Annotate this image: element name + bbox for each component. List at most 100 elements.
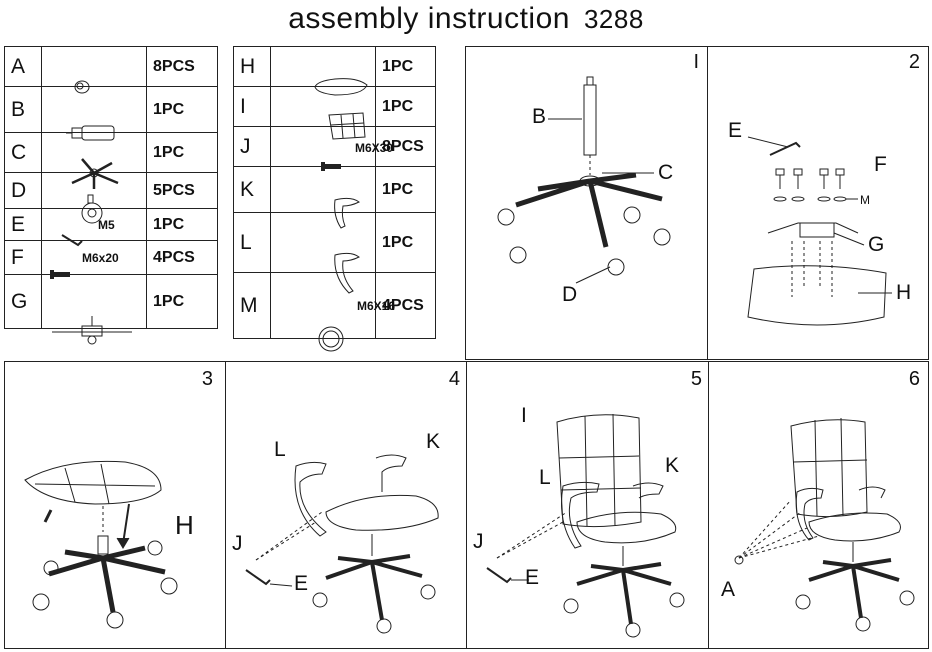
part-picture: M6X30 <box>270 126 393 171</box>
step-panel-6: 6 A <box>708 361 929 649</box>
part-row-a: A 8PCS <box>4 46 218 93</box>
mechanism-icon <box>52 315 132 344</box>
part-row-g: G 1PC <box>4 274 218 344</box>
cap-attach-drawing <box>734 417 915 632</box>
part-letter: H <box>233 46 271 87</box>
part-qty: 1PC <box>146 208 218 241</box>
seat-to-base-drawing <box>24 460 178 629</box>
part-picture <box>270 166 376 229</box>
part-label-d: D <box>562 283 578 306</box>
part-letter: K <box>233 166 271 213</box>
step-number: 3 <box>201 368 213 390</box>
part-picture <box>270 46 376 96</box>
part-label-i: I <box>521 404 527 427</box>
armrest-attach-drawing <box>245 454 439 634</box>
part-picture <box>270 86 376 140</box>
part-label-j: J <box>232 532 243 555</box>
title-text: assembly instruction <box>288 2 570 35</box>
part-row-i: I 1PC <box>233 86 436 140</box>
part-letter: I <box>233 86 271 127</box>
part-label-f: F <box>874 153 887 176</box>
parts-table-left: A 8PCS B 1PC C 1PC D <box>4 46 218 344</box>
washer-icon <box>318 326 344 351</box>
part-letter: E <box>4 208 42 241</box>
part-size: M6X30 <box>355 141 394 155</box>
step-number: 5 <box>690 368 702 390</box>
part-picture: M5 <box>41 208 147 246</box>
part-size: M5 <box>98 218 115 232</box>
part-letter: J <box>233 126 271 167</box>
step-panel-4: 4 L K J E <box>225 361 467 649</box>
part-qty: 1PC <box>146 274 218 329</box>
part-size: M6X16 <box>357 299 396 313</box>
part-qty: 1PC <box>375 166 436 213</box>
part-letter: D <box>4 172 42 209</box>
step-number: 6 <box>908 368 920 390</box>
part-row-b: B 1PC <box>4 86 218 140</box>
part-picture: M6X16 <box>270 272 395 351</box>
part-row-j: J M6X30 8PCS <box>233 126 436 171</box>
step-number: 4 <box>448 368 460 390</box>
part-picture <box>41 86 147 140</box>
part-label-h: H <box>896 281 912 304</box>
step-panel-5: 5 I L K J E <box>466 361 709 649</box>
part-letter: F <box>4 240 42 275</box>
part-size: M6x20 <box>82 251 119 265</box>
part-label-g: G <box>868 233 885 256</box>
part-qty: 1PC <box>375 212 436 273</box>
part-row-e: E M5 1PC <box>4 208 218 246</box>
part-letter: A <box>4 46 42 87</box>
part-label-h: H <box>175 510 194 540</box>
part-label-k: K <box>426 430 441 453</box>
step-panel-1: I B C D <box>465 46 708 360</box>
part-qty: 4PCS <box>375 272 436 339</box>
part-label-a: A <box>721 578 736 601</box>
part-qty: 5PCS <box>146 172 218 209</box>
part-label-l: L <box>539 466 551 489</box>
part-letter: L <box>233 212 271 273</box>
part-label-c: C <box>658 161 674 184</box>
part-qty: 1PC <box>146 132 218 173</box>
part-picture <box>41 132 147 189</box>
part-label-e: E <box>525 566 540 589</box>
model-number: 3288 <box>583 4 644 34</box>
part-picture <box>270 212 376 294</box>
step-panel-3: 3 H <box>4 361 226 649</box>
part-qty: 4PCS <box>146 240 218 275</box>
part-label-b: B <box>532 105 547 128</box>
part-qty: 8PCS <box>375 126 436 167</box>
part-row-m: M M6X16 4PCS <box>233 272 436 351</box>
step-number: I <box>693 51 699 73</box>
part-letter: G <box>4 274 42 329</box>
part-letter: C <box>4 132 42 173</box>
part-letter: M <box>233 272 271 339</box>
part-qty: 1PC <box>146 86 218 133</box>
parts-table-right: H 1PC I 1PC J M6X30 8PCS K <box>233 46 436 351</box>
part-row-k: K 1PC <box>233 166 436 229</box>
part-row-l: L 1PC <box>233 212 436 294</box>
part-label-j: J <box>473 530 484 553</box>
part-picture: M6x20 <box>41 240 147 279</box>
part-qty: 1PC <box>375 86 436 127</box>
part-label-k: K <box>665 454 680 477</box>
backrest-attach-drawing <box>486 413 685 638</box>
part-letter: B <box>4 86 42 133</box>
part-qty: 1PC <box>375 46 436 87</box>
part-picture <box>41 172 147 223</box>
part-picture <box>41 46 147 93</box>
part-picture <box>41 274 147 344</box>
part-label-m: M <box>860 193 870 207</box>
part-label-e: E <box>294 572 309 595</box>
step-number: 2 <box>908 51 920 73</box>
chair-base-drawing <box>497 76 671 284</box>
step-panel-2: 2 E F M G H <box>707 46 929 360</box>
mechanism-seat-drawing <box>747 136 892 326</box>
page-title: assembly instruction 3288 <box>0 2 932 36</box>
part-label-l: L <box>274 438 286 461</box>
part-row-d: D 5PCS <box>4 172 218 223</box>
part-qty: 8PCS <box>146 46 218 87</box>
part-label-e: E <box>728 119 743 142</box>
part-row-c: C 1PC <box>4 132 218 189</box>
part-row-h: H 1PC <box>233 46 436 96</box>
part-row-f: F M6x20 4PCS <box>4 240 218 279</box>
